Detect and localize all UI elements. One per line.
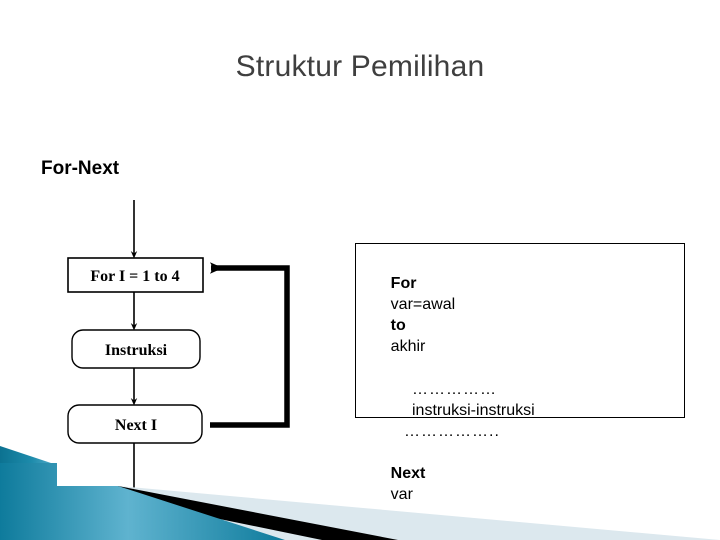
pseudocode-box: For var=awal to akhir …………… instruksi-in… bbox=[355, 243, 685, 503]
deco-pale-band bbox=[118, 486, 720, 540]
code-line-1: For var=awal to akhir bbox=[364, 252, 684, 379]
node-for-label: For I = 1 to 4 bbox=[90, 268, 179, 285]
code-text-akhir: akhir bbox=[390, 338, 426, 356]
connector-loop-back bbox=[210, 262, 290, 428]
code-keyword-to: to bbox=[390, 317, 406, 335]
code-text-var: var bbox=[390, 486, 413, 504]
code-line-5: Next var bbox=[364, 442, 684, 526]
code-line-3-instruksi: instruksi-instruksi bbox=[412, 401, 535, 419]
deco-black-band bbox=[88, 486, 398, 540]
code-line-4-dots: …………….. bbox=[404, 422, 500, 440]
node-instruksi-label: Instruksi bbox=[105, 342, 168, 359]
node-instruksi-box bbox=[71, 329, 201, 369]
node-for-box bbox=[67, 257, 204, 293]
section-heading: For-Next bbox=[41, 158, 120, 179]
code-keyword-for: For bbox=[390, 275, 417, 293]
page-title: Struktur Pemilihan bbox=[235, 50, 485, 83]
code-keyword-next: Next bbox=[390, 465, 426, 483]
deco-teal-base bbox=[0, 463, 285, 540]
code-text-var-awal: var=awal bbox=[390, 296, 456, 314]
code-line-2-dots: …………… bbox=[412, 380, 497, 398]
footer-decoration bbox=[0, 446, 720, 540]
